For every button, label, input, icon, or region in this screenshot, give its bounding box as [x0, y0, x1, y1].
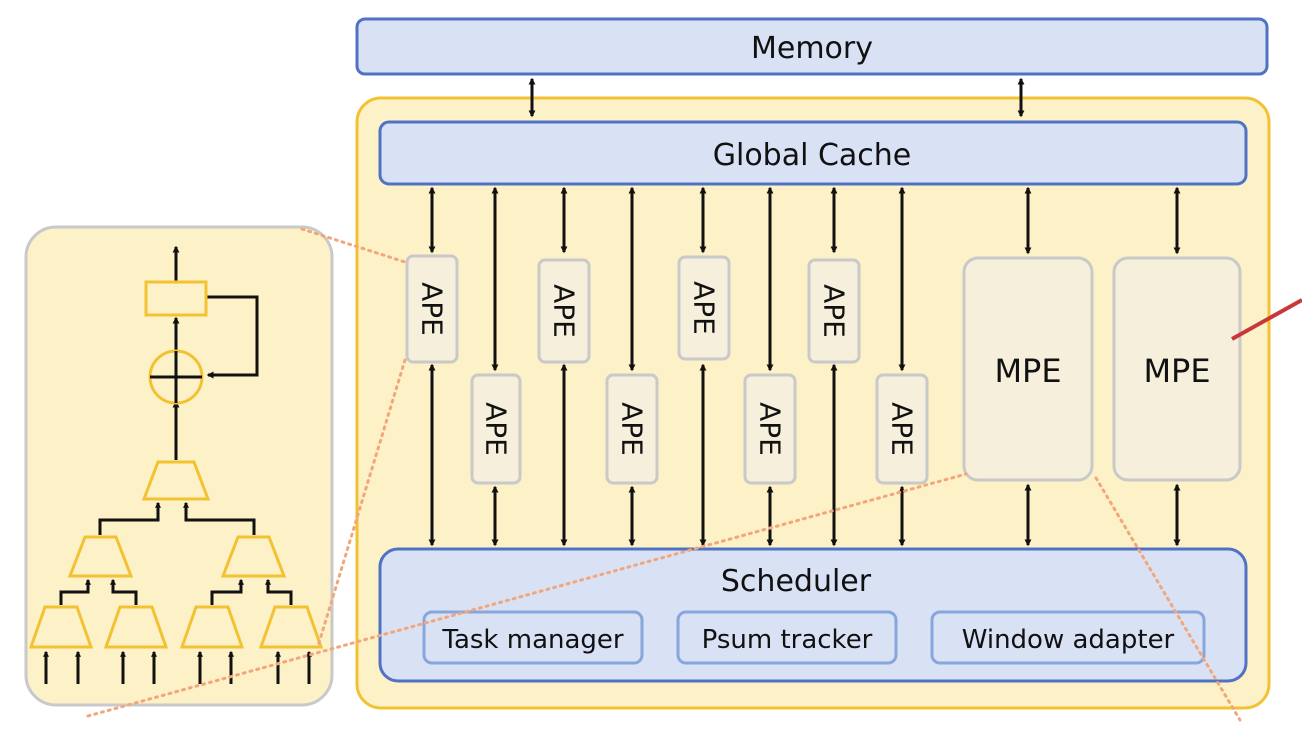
window-adapter-box — [930, 610, 1206, 665]
task-manager-box — [422, 610, 644, 665]
ape-label: APE — [548, 284, 581, 338]
ape-unit: APE — [677, 255, 731, 361]
scheduler-block: Scheduler Task manager Psum tracker Wind… — [378, 547, 1248, 683]
ape-label: APE — [818, 284, 851, 338]
ape-unit: APE — [875, 373, 929, 485]
memory-block: Memory — [355, 17, 1269, 76]
ape-unit: APE — [537, 258, 591, 364]
adder-tree — [28, 460, 324, 649]
ape-unit: APE — [605, 373, 659, 485]
ape-unit: APE — [405, 254, 459, 364]
mpe-unit: MPE — [962, 256, 1094, 482]
memory-cache-arrows — [528, 77, 1025, 118]
ape-detail-panel — [24, 225, 334, 707]
mpe-label: MPE — [994, 352, 1061, 390]
input-arrows — [43, 650, 312, 684]
global-cache-label: Global Cache — [713, 138, 912, 173]
mpe-label: MPE — [1143, 352, 1210, 390]
zoom-lines — [86, 227, 1242, 722]
psum-tracker-box — [676, 610, 898, 665]
ape-label: APE — [886, 402, 919, 456]
ape-unit: APE — [470, 373, 522, 485]
global-cache-block: Global Cache — [378, 120, 1248, 186]
ape-arrows — [428, 186, 1181, 547]
accumulator-loop — [172, 245, 259, 460]
register-box — [144, 280, 208, 317]
ape-unit: APE — [807, 258, 861, 364]
window-adapter-label: Window adapter — [962, 625, 1175, 655]
ape-label: APE — [480, 402, 513, 456]
ape-unit: APE — [743, 373, 797, 485]
scheduler-label: Scheduler — [721, 564, 872, 599]
red-leader-line — [1231, 298, 1302, 341]
task-manager-label: Task manager — [441, 625, 624, 655]
mpe-unit: MPE — [1112, 256, 1242, 482]
ape-label: APE — [688, 281, 721, 335]
psum-tracker-label: Psum tracker — [702, 625, 873, 655]
ape-label: APE — [416, 282, 449, 336]
ape-label: APE — [616, 402, 649, 456]
memory-label: Memory — [751, 31, 873, 66]
ape-label: APE — [754, 402, 787, 456]
adder-circle-icon — [148, 349, 204, 405]
adder-tree-connections — [59, 501, 293, 605]
